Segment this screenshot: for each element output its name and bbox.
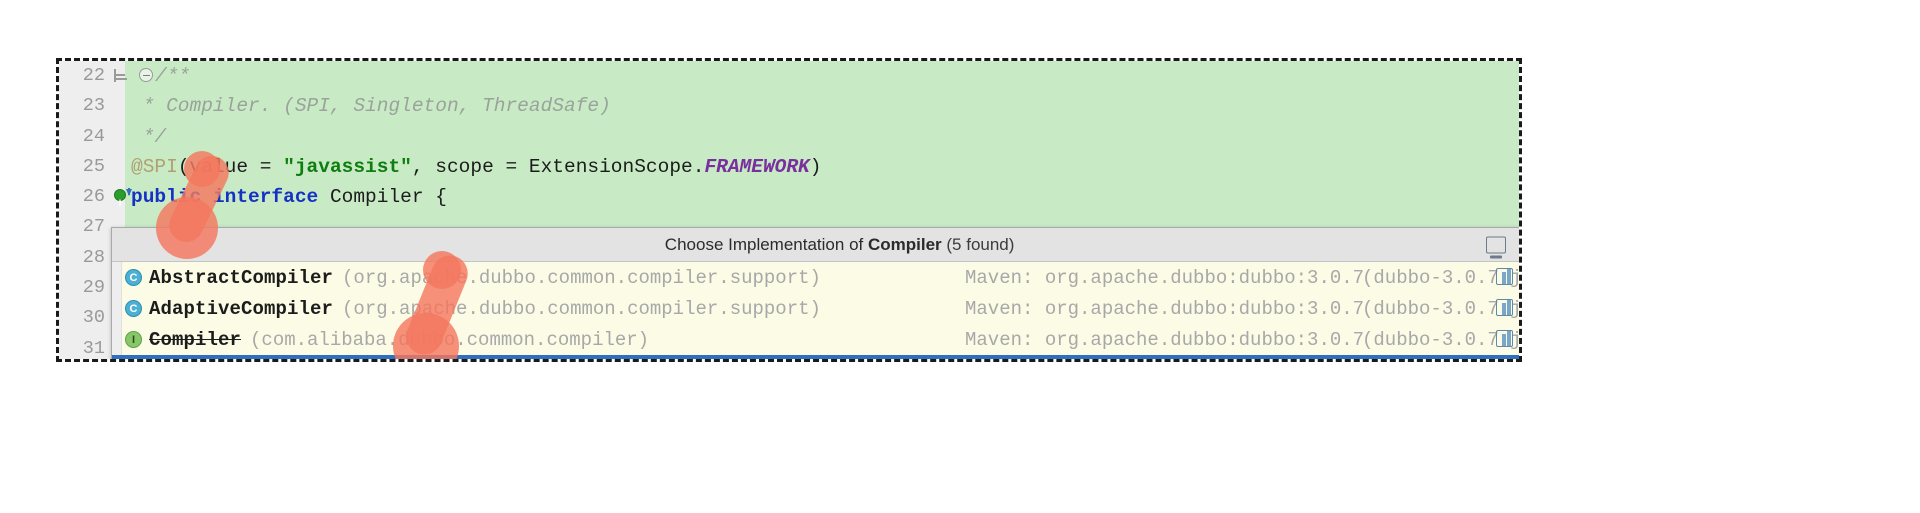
implementation-row[interactable]: C AbstractCompiler (org.apache.dubbo.commo…	[112, 262, 1522, 293]
class-icon: C	[122, 268, 144, 287]
code-token: , scope = ExtensionScope.	[411, 155, 705, 178]
library-jar-icon	[1496, 268, 1514, 286]
implementation-name: AdaptiveCompiler	[149, 297, 334, 320]
line-number: 25	[82, 155, 105, 177]
popup-gutter-strip	[112, 262, 122, 359]
implementation-row[interactable]: I Compiler (com.alibaba.dubbo.common.compi…	[112, 324, 1522, 355]
line-number: 26	[82, 186, 105, 208]
implemented-by-icon[interactable]	[109, 182, 135, 219]
library-jar-icon	[1496, 299, 1514, 317]
implementation-name: AbstractCompiler	[149, 266, 334, 289]
implementation-name: Compiler	[149, 328, 242, 351]
choose-implementation-popup[interactable]: Choose Implementation of Compiler (5 fou…	[111, 227, 1522, 363]
implementation-library: Maven: org.apache.dubbo:dubbo:3.0.7	[965, 297, 1365, 320]
structure-lines-icon[interactable]	[109, 61, 135, 91]
class-icon: C	[122, 299, 144, 318]
line-number: 27	[82, 216, 105, 238]
code-line: 22 /**	[59, 61, 1519, 92]
class-icon: C	[122, 361, 144, 362]
implementation-package: (org.apache.dubbo.common.compiler.suppor…	[342, 297, 821, 320]
code-token: FRAMEWORK	[704, 155, 810, 178]
code-line: 23 * Compiler. (SPI, Singleton, ThreadSa…	[59, 91, 1519, 122]
popup-header: Choose Implementation of Compiler (5 fou…	[112, 228, 1519, 262]
implementation-jar: (dubbo-3.0.7.jar)	[1362, 328, 1522, 351]
implementation-row[interactable]: C AdaptiveCompiler (org.apache.dubbo.commo…	[112, 293, 1522, 324]
code-token: "javassist"	[283, 155, 412, 178]
code-text: */	[131, 122, 166, 152]
structure-lines-icon	[114, 68, 130, 82]
code-token: )	[809, 155, 822, 178]
line-number: 28	[82, 246, 105, 268]
implementation-library: Maven: org.apache.dubbo:dubbo:3.0.7	[965, 328, 1365, 351]
line-number: 23	[82, 95, 105, 117]
library-jar-icon	[1496, 330, 1514, 348]
popup-title-target: Compiler	[867, 234, 942, 254]
code-token: {	[423, 186, 447, 209]
implementation-package: (org.apache.dubbo.common.compiler.suppor…	[354, 360, 833, 363]
code-text: * Compiler. (SPI, Singleton, ThreadSafe)	[131, 91, 611, 121]
implementation-jar: (dubbo-3.0.7.jar)	[1362, 360, 1522, 363]
implementation-jar: (dubbo-3.0.7.jar)	[1362, 266, 1522, 289]
line-number: 30	[82, 307, 105, 329]
code-line: 26 public interface Compiler {	[59, 182, 1519, 219]
interface-icon: I	[122, 330, 144, 349]
code-token: @SPI	[131, 155, 178, 178]
implementation-library: Maven: org.apache.dubbo:dubbo:3.0.7	[965, 360, 1364, 363]
code-token: /**	[155, 65, 191, 87]
code-token: */	[131, 125, 167, 148]
code-text: @SPI(value = "javassist", scope = Extens…	[131, 152, 821, 182]
line-number: 29	[82, 277, 105, 299]
code-line: 25 @SPI(value = "javassist", scope = Exte…	[59, 151, 1519, 183]
implementation-jar: (dubbo-3.0.7.jar)	[1362, 297, 1522, 320]
code-text: public interface Compiler {	[131, 182, 447, 212]
code-text: /**	[155, 61, 190, 91]
code-token: * Compiler. (SPI, Singleton, ThreadSafe)	[131, 95, 611, 118]
implementation-library: Maven: org.apache.dubbo:dubbo:3.0.7	[965, 266, 1365, 289]
fold-collapse-icon[interactable]	[133, 61, 159, 91]
line-number: 22	[82, 65, 105, 86]
implementation-list[interactable]: C AbstractCompiler (org.apache.dubbo.commo…	[112, 262, 1522, 363]
capture-frame: 22 /** 23 * Compiler. (SPI, Singleton, Thr…	[56, 58, 1522, 362]
popup-title: Choose Implementation of Compiler (5 fou…	[618, 215, 1015, 275]
implementation-package: (com.alibaba.dubbo.common.compiler)	[250, 328, 650, 351]
implementation-package: (org.apache.dubbo.common.compiler.suppor…	[342, 266, 821, 289]
line-number: 24	[82, 125, 105, 147]
popup-title-prefix: Choose Implementation of	[664, 234, 868, 254]
code-token: public interface	[131, 186, 330, 209]
popup-title-count: (5 found)	[941, 234, 1015, 254]
implementation-name: JavassistCompiler	[149, 360, 345, 363]
code-token: (value =	[177, 155, 284, 178]
pin-window-icon[interactable]	[1486, 236, 1506, 258]
code-line: 24 */	[59, 121, 1519, 152]
library-jar-icon	[1496, 361, 1514, 362]
code-token: Compiler	[329, 186, 424, 209]
implemented-by-icon[interactable]	[114, 188, 132, 219]
line-number: 31	[82, 337, 105, 359]
implementation-row[interactable]: C JavassistCompiler (org.apache.dubbo.comm…	[112, 355, 1522, 363]
